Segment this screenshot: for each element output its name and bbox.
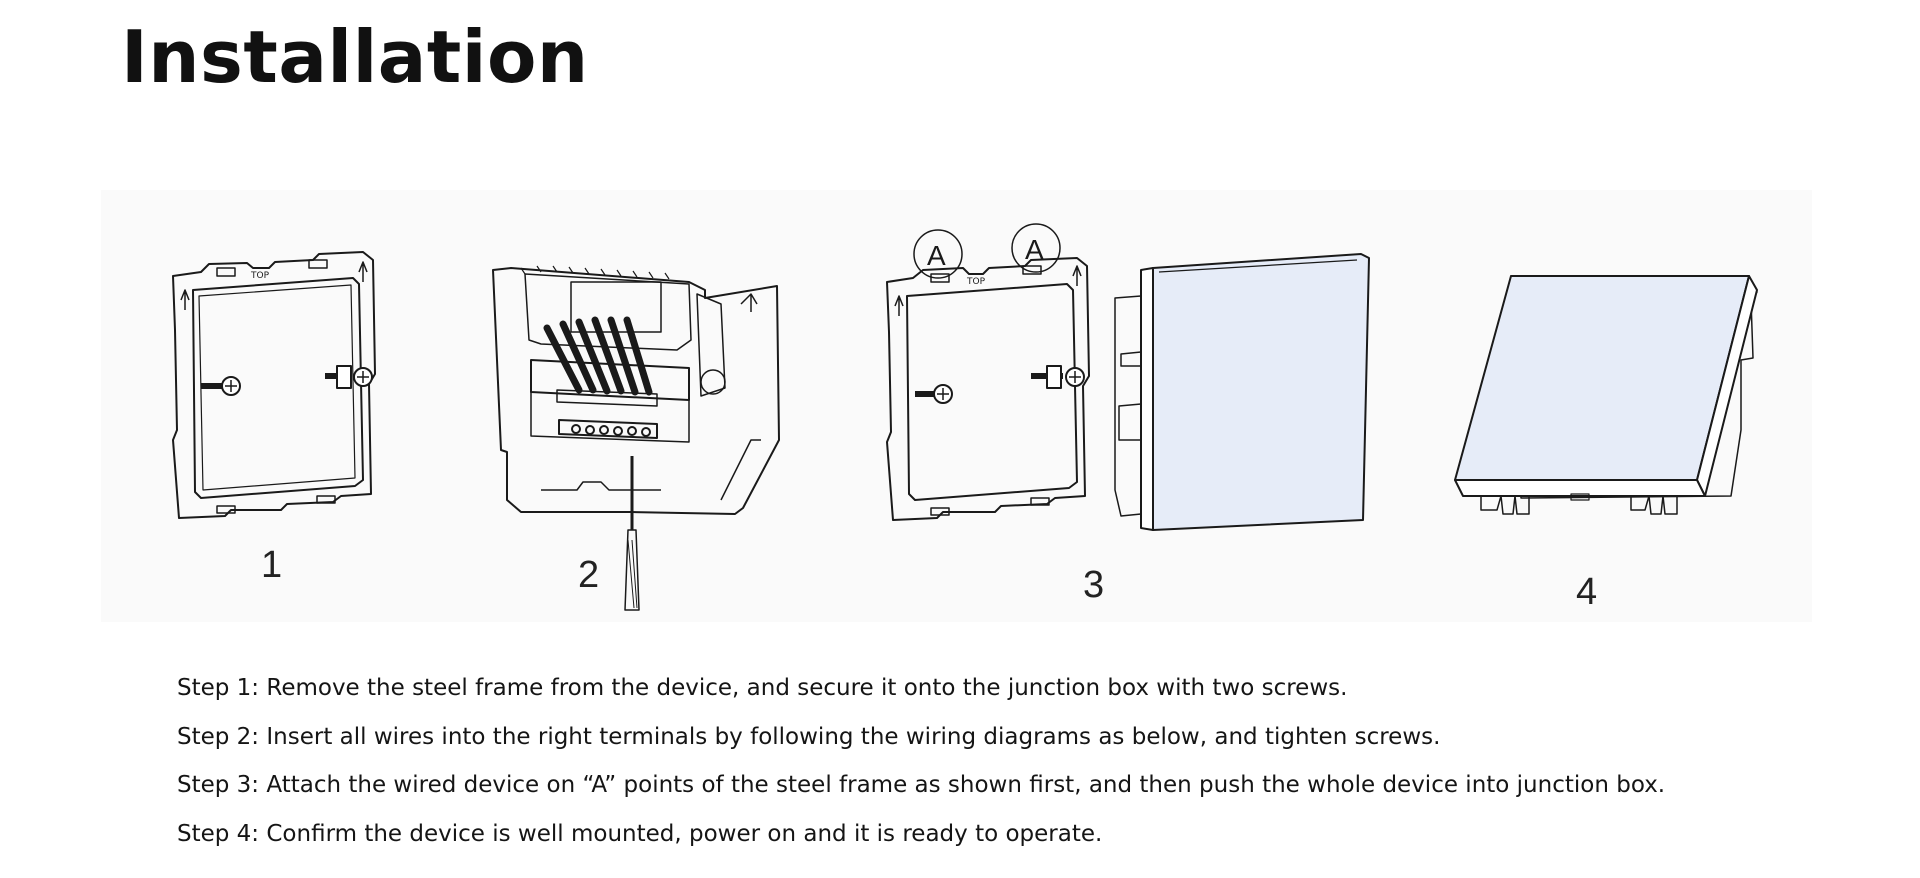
frame-top-mark: TOP (250, 271, 270, 281)
mounted-device-drawing-4: 4 (1454, 275, 1758, 613)
screw-right-icon (325, 365, 373, 389)
step-2-text: Step 2: Insert all wires into the right … (177, 723, 1441, 750)
step-3-text: Step 3: Attach the wired device on “A” p… (177, 772, 1666, 798)
svg-text:A: A (1025, 234, 1044, 265)
switch-device-side-icon (1114, 253, 1370, 531)
installation-steps-list: Step 1: Remove the steel frame from the … (177, 664, 1665, 858)
wiring-drawing-2: 2 (492, 265, 780, 611)
step-4-text: Step 4: Confirm the device is well mount… (177, 820, 1103, 847)
screw-left-icon (201, 376, 241, 396)
page-title: Installation (121, 15, 589, 99)
panel-label-4: 4 (1576, 571, 1597, 613)
frame-top-mark-3: TOP (966, 277, 986, 287)
step-1-text: Step 1: Remove the steel frame from the … (177, 675, 1348, 701)
svg-text:A: A (927, 240, 946, 271)
a-point-left-icon: A (913, 229, 963, 279)
wires-icon (543, 316, 653, 396)
screw-right-3-icon (1031, 365, 1085, 389)
attach-drawing-3: TOP A A (886, 223, 1370, 606)
screwdriver-icon (624, 456, 640, 611)
panel-label-3: 3 (1083, 564, 1104, 606)
panel-label-1: 1 (261, 544, 282, 586)
steel-frame-drawing-1: TOP 1 (172, 251, 376, 586)
installation-illustration: TOP 1 (101, 190, 1812, 622)
panel-label-2: 2 (578, 554, 599, 596)
screw-left-3-icon (915, 384, 953, 404)
a-point-right-icon: A (1011, 223, 1061, 273)
